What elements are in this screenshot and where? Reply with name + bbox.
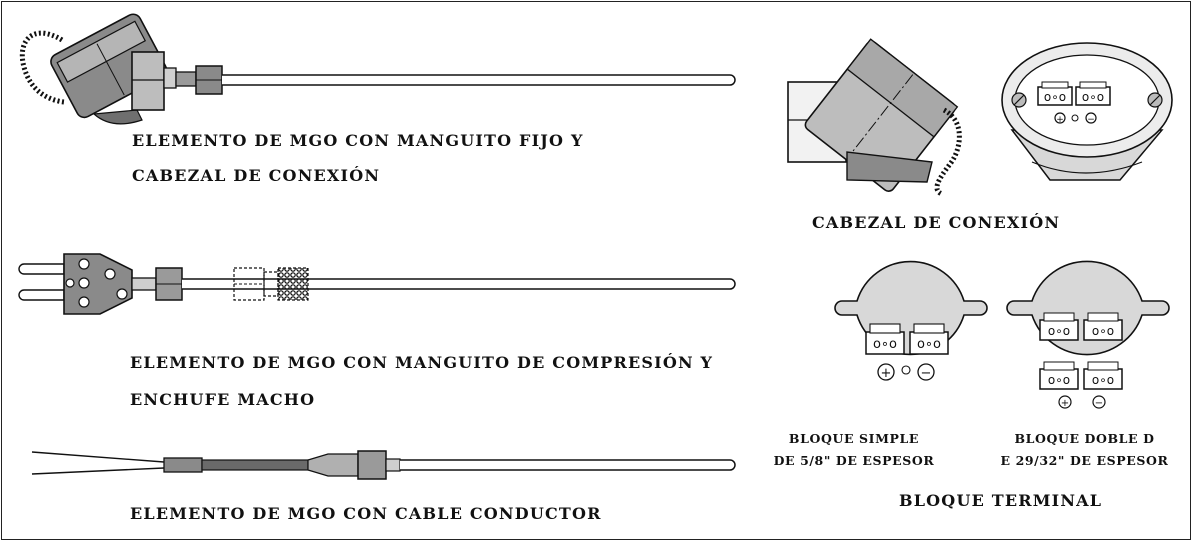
probe-compression-sleeve bbox=[18, 253, 736, 315]
label-simple-block-line1: BLOQUE SIMPLE bbox=[788, 431, 920, 446]
svg-text:−: − bbox=[921, 366, 932, 381]
svg-text:o∘o: o∘o bbox=[873, 337, 897, 352]
minus-icon bbox=[917, 363, 935, 381]
connection-head-side-view bbox=[787, 38, 962, 197]
label-fixed-sleeve-line1: ELEMENTO DE MGO CON MANGUITO FIJO Y bbox=[132, 131, 584, 150]
plus-icon bbox=[877, 363, 895, 381]
label-terminal-block: BLOQUE TERMINAL bbox=[899, 491, 1103, 510]
label-compression-line1: ELEMENTO DE MGO CON MANGUITO DE COMPRESI… bbox=[130, 353, 714, 372]
label-simple-block-line2: DE 5/8" DE ESPESOR bbox=[773, 453, 935, 468]
label-fixed-sleeve-line2: CABEZAL DE CONEXIÓN bbox=[132, 166, 381, 185]
svg-text:−: − bbox=[1095, 398, 1103, 409]
label-compression-line2: ENCHUFE MACHO bbox=[130, 390, 316, 409]
probe-lead-wire bbox=[31, 450, 736, 480]
terminal-block-double: o∘o o∘o o∘o o∘o + − bbox=[1006, 260, 1170, 409]
label-double-block-line2: E 29/32" DE ESPESOR bbox=[1000, 453, 1169, 468]
label-lead-wire: ELEMENTO DE MGO CON CABLE CONDUCTOR bbox=[130, 504, 602, 523]
svg-text:o∘o: o∘o bbox=[1092, 324, 1114, 338]
svg-text:o∘o: o∘o bbox=[917, 337, 941, 352]
connection-head-top-view: o∘o o∘o + − bbox=[1001, 42, 1173, 181]
label-connection-head: CABEZAL DE CONEXIÓN bbox=[812, 213, 1061, 232]
svg-text:+: + bbox=[1061, 398, 1069, 409]
svg-text:o∘o: o∘o bbox=[1048, 324, 1070, 338]
svg-text:o∘o: o∘o bbox=[1082, 90, 1104, 104]
minus-icon bbox=[1085, 112, 1097, 124]
svg-text:+: + bbox=[881, 366, 892, 381]
plus-icon bbox=[1054, 112, 1066, 124]
probe-fixed-sleeve bbox=[19, 13, 736, 125]
svg-text:o∘o: o∘o bbox=[1044, 90, 1066, 104]
plus-icon bbox=[1058, 395, 1072, 409]
svg-text:o∘o: o∘o bbox=[1092, 373, 1114, 387]
minus-icon bbox=[1092, 395, 1106, 409]
label-double-block-line1: BLOQUE DOBLE D bbox=[1014, 431, 1155, 446]
svg-text:o∘o: o∘o bbox=[1048, 373, 1070, 387]
svg-text:+: + bbox=[1056, 115, 1064, 125]
svg-text:−: − bbox=[1087, 115, 1095, 125]
terminal-block-simple: o∘o o∘o + − bbox=[834, 260, 988, 381]
